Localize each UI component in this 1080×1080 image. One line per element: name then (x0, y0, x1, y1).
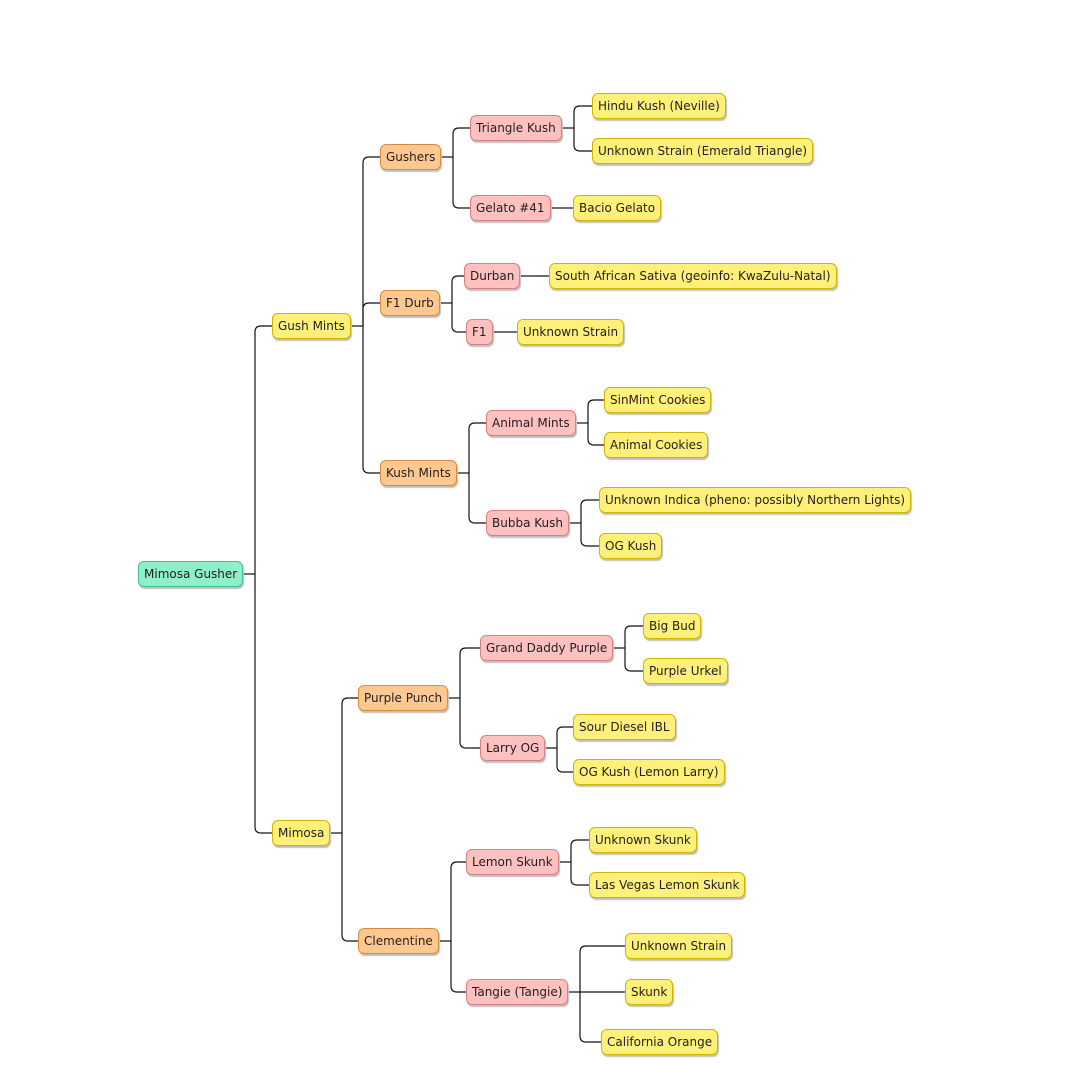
connector-f1-durb-to-durban (451, 275, 464, 303)
node-triangle-kush[interactable]: Triangle Kush (470, 115, 562, 141)
node-kush-mints[interactable]: Kush Mints (380, 460, 457, 486)
node-gelato-41[interactable]: Gelato #41 (470, 195, 551, 221)
connector-gushers-to-triangle-kush (452, 127, 470, 157)
connector-animal-mints-to-sinmint-cookies (587, 399, 604, 423)
node-og-kush-lemon-larry[interactable]: OG Kush (Lemon Larry) (573, 759, 725, 785)
connector-bubba-kush-to-og-kush (580, 523, 599, 547)
node-mimosa-gusher[interactable]: Mimosa Gusher (138, 561, 244, 587)
node-tangie[interactable]: Tangie (Tangie) (466, 979, 569, 1005)
node-hindu-kush[interactable]: Hindu Kush (Neville) (592, 93, 726, 119)
node-gushers[interactable]: Gushers (380, 144, 442, 170)
node-unknown-strain-tangie[interactable]: Unknown Strain (625, 933, 733, 959)
node-bacio-gelato[interactable]: Bacio Gelato (573, 195, 662, 221)
connector-clementine-to-lemon-skunk (450, 861, 466, 941)
connector-kush-mints-to-animal-mints (468, 422, 486, 473)
connector-gush-mints-to-f1-durb (362, 302, 380, 326)
connector-gush-mints-to-kush-mints (362, 326, 380, 474)
node-unknown-emerald[interactable]: Unknown Strain (Emerald Triangle) (592, 138, 814, 164)
node-f1-durb[interactable]: F1 Durb (380, 290, 440, 316)
node-clementine[interactable]: Clementine (358, 928, 439, 954)
node-big-bud[interactable]: Big Bud (643, 613, 702, 639)
node-bubba-kush[interactable]: Bubba Kush (486, 510, 569, 536)
connector-mimosa-gusher-to-mimosa (254, 574, 272, 834)
connector-bubba-kush-to-unknown-indica (580, 499, 599, 523)
node-purple-urkel[interactable]: Purple Urkel (643, 658, 728, 684)
connector-larry-og-to-sour-diesel-ibl (556, 726, 573, 748)
node-grand-daddy-purple[interactable]: Grand Daddy Purple (480, 635, 614, 661)
connector-mimosa-to-clementine (341, 833, 358, 942)
connector-mimosa-to-purple-punch (341, 697, 358, 833)
connector-grand-daddy-purple-to-purple-urkel (624, 648, 643, 672)
connector-lemon-skunk-to-unknown-skunk (570, 839, 589, 862)
node-las-vegas-lemon-skunk[interactable]: Las Vegas Lemon Skunk (589, 872, 746, 898)
node-california-orange[interactable]: California Orange (601, 1029, 719, 1055)
connector-gush-mints-to-gushers (362, 156, 380, 326)
node-purple-punch[interactable]: Purple Punch (358, 685, 449, 711)
node-animal-mints[interactable]: Animal Mints (486, 410, 576, 436)
connector-animal-mints-to-animal-cookies (587, 423, 604, 446)
connector-larry-og-to-og-kush-lemon-larry (556, 748, 573, 773)
connector-gushers-to-gelato-41 (452, 157, 470, 209)
connector-tangie-to-california-orange (579, 992, 601, 1043)
node-f1[interactable]: F1 (466, 319, 493, 345)
node-skunk[interactable]: Skunk (625, 979, 674, 1005)
connector-tangie-to-unknown-strain-tangie (579, 945, 625, 992)
connector-mimosa-gusher-to-gush-mints (254, 325, 272, 574)
node-unknown-skunk[interactable]: Unknown Skunk (589, 827, 697, 853)
connector-purple-punch-to-larry-og (459, 698, 480, 749)
node-mimosa[interactable]: Mimosa (272, 820, 331, 846)
node-og-kush[interactable]: OG Kush (599, 533, 663, 559)
connector-purple-punch-to-grand-daddy-purple (459, 647, 480, 698)
node-sour-diesel-ibl[interactable]: Sour Diesel IBL (573, 714, 676, 740)
node-unknown-strain-f1[interactable]: Unknown Strain (517, 319, 625, 345)
connector-grand-daddy-purple-to-big-bud (624, 625, 643, 648)
connector-clementine-to-tangie (450, 941, 466, 993)
node-durban[interactable]: Durban (464, 263, 521, 289)
node-animal-cookies[interactable]: Animal Cookies (604, 432, 709, 458)
connector-kush-mints-to-bubba-kush (468, 473, 486, 524)
connector-triangle-kush-to-unknown-emerald (573, 128, 592, 152)
connector-f1-durb-to-f1 (451, 303, 466, 333)
node-unknown-indica[interactable]: Unknown Indica (pheno: possibly Northern… (599, 487, 912, 513)
connector-lemon-skunk-to-las-vegas-lemon-skunk (570, 862, 589, 886)
node-gush-mints[interactable]: Gush Mints (272, 313, 351, 339)
node-sinmint-cookies[interactable]: SinMint Cookies (604, 387, 712, 413)
node-lemon-skunk[interactable]: Lemon Skunk (466, 849, 559, 875)
connector-triangle-kush-to-hindu-kush (573, 105, 592, 128)
node-south-african-sativa[interactable]: South African Sativa (geoinfo: KwaZulu-N… (549, 263, 837, 289)
node-larry-og[interactable]: Larry OG (480, 735, 546, 761)
